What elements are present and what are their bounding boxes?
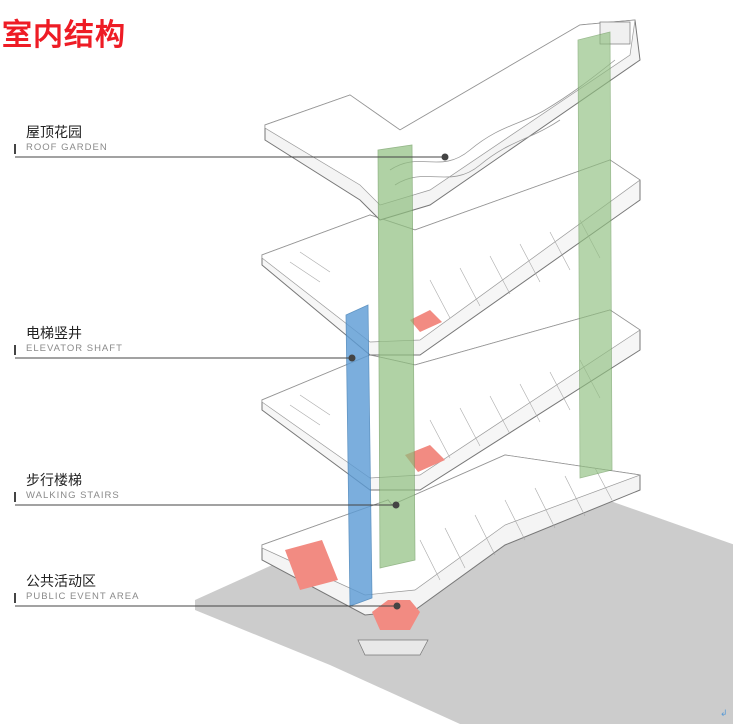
label-roof-garden: 屋顶花园 ROOF GARDEN (14, 124, 108, 154)
label-roof-garden-en: ROOF GARDEN (26, 142, 108, 153)
label-marker (14, 593, 16, 603)
label-marker (14, 345, 16, 355)
label-walking-stairs: 步行楼梯 WALKING STAIRS (14, 472, 120, 502)
public-area-red-left (285, 540, 338, 590)
label-marker (14, 144, 16, 154)
label-public-event-area: 公共活动区 PUBLIC EVENT AREA (14, 573, 140, 603)
corner-mark-icon: ↲ (720, 708, 728, 718)
public-area-red-l3 (410, 310, 442, 332)
public-area-red-center (372, 600, 420, 630)
label-elevator-shaft-en: ELEVATOR SHAFT (26, 343, 123, 354)
label-walking-stairs-zh: 步行楼梯 (26, 473, 82, 489)
label-elevator-shaft: 电梯竖井 ELEVATOR SHAFT (14, 325, 123, 355)
label-public-event-area-en: PUBLIC EVENT AREA (26, 591, 140, 602)
page-title: 室内结构 (2, 18, 126, 53)
public-area-red-l2 (405, 445, 445, 472)
label-walking-stairs-en: WALKING STAIRS (26, 490, 120, 501)
label-elevator-shaft-zh: 电梯竖井 (26, 326, 82, 342)
ground-plane (195, 462, 733, 724)
label-roof-garden-zh: 屋顶花园 (26, 125, 82, 141)
elevator-shaft (345, 304, 373, 607)
label-marker (14, 492, 16, 502)
stair-core-right (577, 31, 613, 479)
floor-level-3 (261, 159, 641, 356)
label-public-event-area-zh: 公共活动区 (26, 574, 96, 590)
stair-core-left (377, 144, 416, 569)
